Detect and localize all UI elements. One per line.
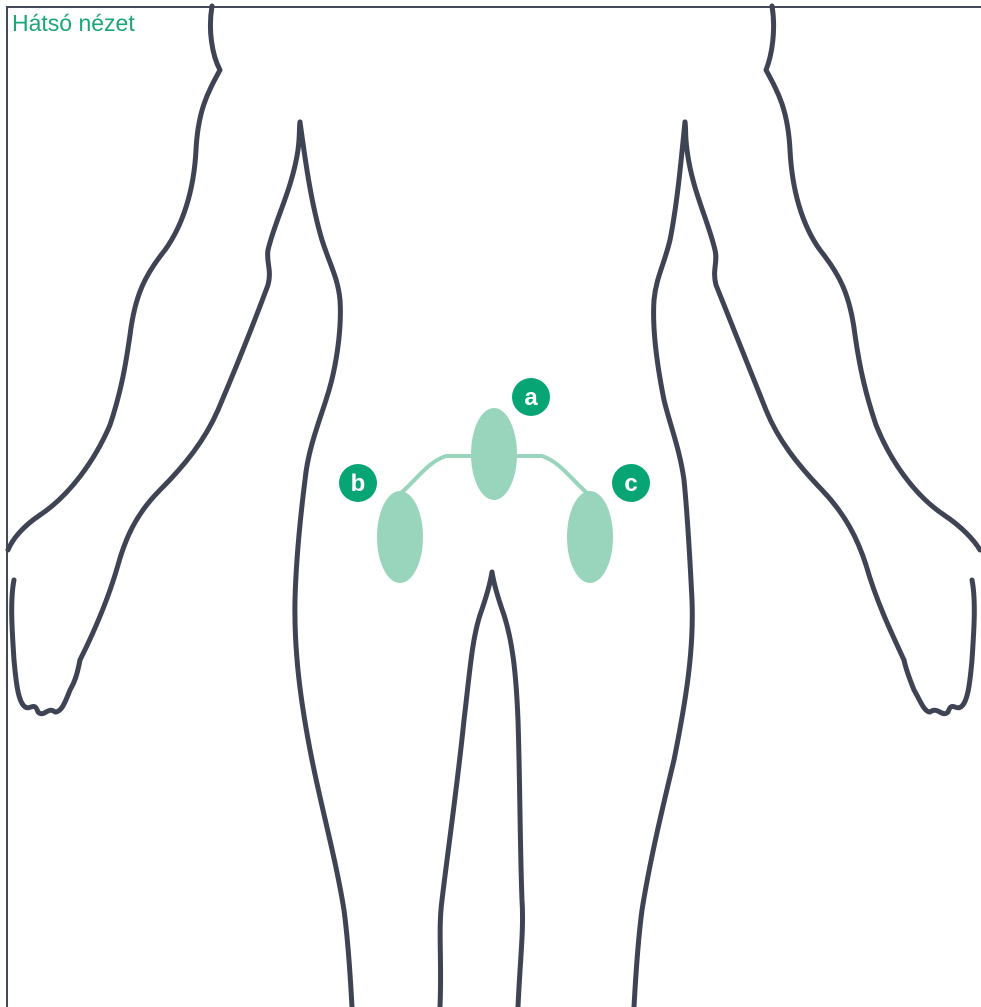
- injection-site-b[interactable]: [377, 491, 423, 583]
- right-hand-outline: [904, 580, 974, 714]
- view-title: Hátsó nézet: [12, 12, 135, 35]
- injection-site-a[interactable]: [471, 408, 517, 500]
- body-silhouette: [8, 6, 980, 1007]
- site-badge-a: a: [512, 378, 550, 416]
- right-torso-outline: [634, 122, 692, 1007]
- left-torso-outline: [295, 122, 352, 1007]
- site-label-a: a: [524, 384, 538, 411]
- left-hand-outline: [12, 580, 80, 714]
- right-outer-arm-outline: [766, 6, 980, 550]
- site-label-b: b: [351, 470, 366, 497]
- inner-legs-outline: [440, 572, 523, 1007]
- site-badge-b: b: [339, 464, 377, 502]
- left-outer-arm-outline: [8, 6, 220, 550]
- site-badge-c: c: [612, 464, 650, 502]
- connector-line-left: [401, 456, 472, 493]
- injection-site-c[interactable]: [567, 491, 613, 583]
- connector-line-right: [516, 456, 587, 493]
- right-inner-arm-outline: [685, 122, 904, 660]
- site-label-c: c: [624, 470, 637, 497]
